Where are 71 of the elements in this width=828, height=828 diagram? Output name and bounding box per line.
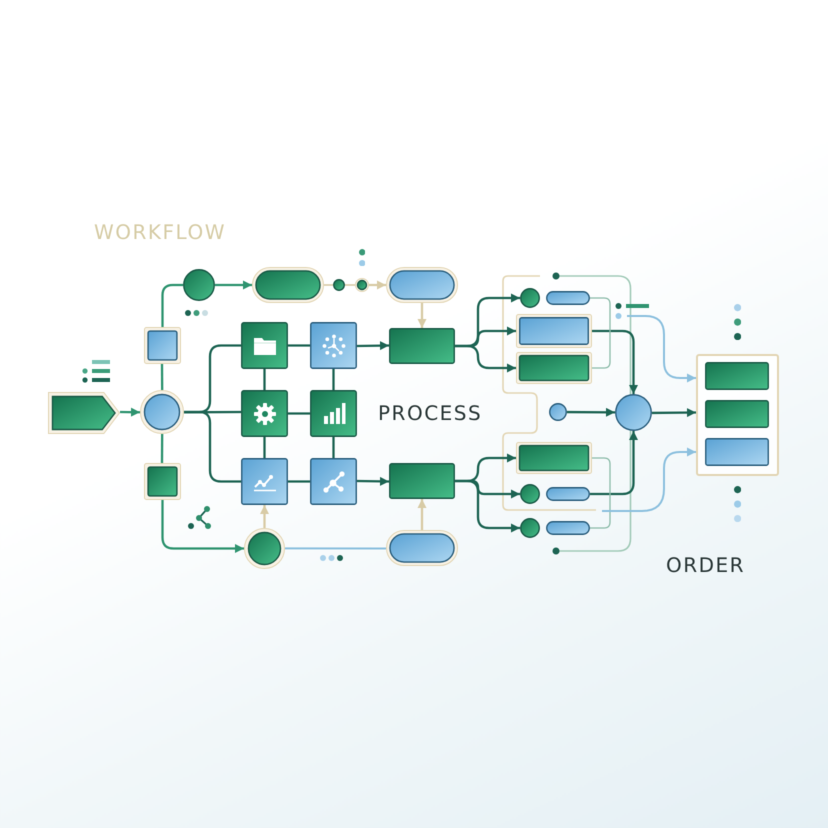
step-circle <box>183 269 215 301</box>
connector-line <box>590 297 611 369</box>
step-block <box>516 314 592 348</box>
arrow <box>418 303 426 328</box>
arrow <box>602 448 696 512</box>
arrow <box>369 280 386 290</box>
process-tile <box>241 390 288 437</box>
connector-line <box>263 437 266 458</box>
connector-line <box>184 410 241 483</box>
process-tile <box>310 322 357 369</box>
arrow <box>627 315 696 382</box>
connector-line <box>590 457 611 529</box>
arrow <box>260 505 269 528</box>
connector-line <box>345 284 355 286</box>
step-pill <box>546 291 590 305</box>
connector-dot <box>549 403 567 421</box>
section-label: ORDER <box>666 553 746 577</box>
section-label: PROCESS <box>378 401 482 425</box>
process-block <box>389 463 455 499</box>
order-row <box>705 438 769 466</box>
connector-line <box>160 434 164 463</box>
section-label: WORKFLOW <box>94 220 226 244</box>
connector-line <box>288 412 310 415</box>
step-pill <box>252 267 324 303</box>
connector-dot <box>333 279 345 291</box>
step-circle <box>520 518 540 538</box>
arrow <box>356 476 390 486</box>
connector-line <box>288 480 310 483</box>
step-pill <box>546 487 590 501</box>
hub-circle <box>140 390 184 434</box>
arrow <box>161 500 244 553</box>
order-row <box>705 362 769 390</box>
arrow <box>567 408 615 417</box>
arrow <box>652 408 696 418</box>
arrow <box>590 431 638 496</box>
connector-line <box>161 284 183 327</box>
step-square <box>144 463 181 500</box>
step-pill <box>386 267 458 303</box>
order-panel <box>696 354 779 476</box>
arrow <box>592 330 638 394</box>
connector-line <box>324 284 333 286</box>
step-block <box>516 352 592 384</box>
process-tile <box>241 322 288 369</box>
connector-line <box>332 437 335 458</box>
step-square <box>144 327 181 364</box>
arrow <box>120 408 140 417</box>
step-pill <box>546 521 590 535</box>
connector-line <box>263 369 266 390</box>
process-tile <box>310 390 357 437</box>
connector-line <box>184 410 241 414</box>
arrow <box>455 344 516 372</box>
step-circle <box>244 528 285 569</box>
order-row <box>705 400 769 428</box>
arrow <box>215 280 252 290</box>
connector-line <box>160 364 164 390</box>
connector-line <box>288 344 310 347</box>
process-tile <box>241 458 288 505</box>
arrow <box>418 499 426 530</box>
connector-line <box>332 369 335 390</box>
step-circle <box>520 288 540 308</box>
connector-dot <box>355 278 369 292</box>
process-block <box>389 328 455 364</box>
step-block <box>516 442 592 474</box>
arrow <box>356 341 390 350</box>
merge-circle <box>615 394 652 431</box>
step-circle <box>520 484 540 504</box>
start-pentagon <box>48 392 120 434</box>
process-tile <box>310 458 357 505</box>
arrow <box>455 480 520 532</box>
step-pill <box>386 530 458 566</box>
connector-line <box>285 547 386 550</box>
